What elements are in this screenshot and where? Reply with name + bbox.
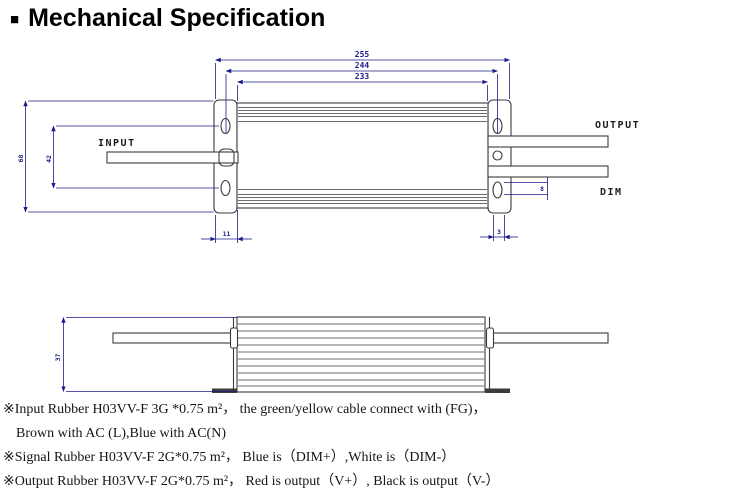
input-cable-gland <box>218 148 235 167</box>
bullet-square-icon: ■ <box>10 11 20 28</box>
body-ridges-bottom <box>238 189 487 204</box>
dim-244-label: 244 <box>355 61 370 70</box>
left-bracket-foot <box>212 388 237 393</box>
input-gland-side <box>229 327 239 349</box>
dim-233-label: 233 <box>355 72 370 81</box>
page-header: ■ Mechanical Specification <box>10 4 325 33</box>
driver-body-side <box>236 316 486 393</box>
note-output-rubber: ※Output Rubber H03VV-F 2G*0.75 m²， Red i… <box>3 474 500 489</box>
dimension-body-length: 233 <box>237 72 488 101</box>
page-title: Mechanical Specification <box>28 4 326 32</box>
right-bracket-foot <box>485 388 510 393</box>
dim-68-label: 68 <box>17 155 25 163</box>
output-cable <box>487 135 609 148</box>
wiring-notes: ※Input Rubber H03VV-F 3G *0.75 m²， the g… <box>3 398 747 494</box>
side-view: 37 <box>54 316 609 393</box>
dim-255-label: 255 <box>355 50 370 59</box>
dimension-bracket-left-offset: 11 <box>201 210 252 243</box>
note-input-rubber-cont: Brown with AC (L),Blue with AC(N) <box>16 426 226 441</box>
dimension-hole-width: 8 <box>504 177 548 200</box>
output-label: OUTPUT <box>595 120 640 131</box>
dimension-hole-pitch: 244 <box>225 61 498 133</box>
heatsink-fins <box>238 323 484 387</box>
dimension-overall-length: 255 <box>215 50 510 99</box>
driver-body-top <box>236 102 489 209</box>
dim-3-label: 3 <box>497 228 501 236</box>
dim-42-label: 42 <box>45 155 53 163</box>
output-cable-side <box>492 332 609 344</box>
top-view: INPUT OUTPUT DIM 255 244 2 <box>17 50 640 243</box>
note-input-rubber: ※Input Rubber H03VV-F 3G *0.75 m²， the g… <box>3 402 487 417</box>
input-cable-side <box>112 332 232 344</box>
body-ridges-top <box>238 107 487 122</box>
dim-11-label: 11 <box>223 230 231 238</box>
dim-cable <box>487 165 609 178</box>
dim-label: DIM <box>600 187 623 198</box>
dimension-bracket-right-offset: 3 <box>480 215 518 241</box>
output-gland-side <box>485 327 495 349</box>
dimension-height: 37 <box>54 317 237 392</box>
dimension-overall-width: 68 <box>17 100 214 213</box>
mounting-holes <box>220 117 503 199</box>
input-label: INPUT <box>98 138 136 149</box>
input-cable <box>106 151 239 164</box>
note-signal-rubber: ※Signal Rubber H03VV-F 2G*0.75 m²， Blue … <box>3 450 456 465</box>
dim-8-label: 8 <box>540 186 544 193</box>
dim-37-label: 37 <box>54 354 62 362</box>
dimension-hole-vertical-pitch: 42 <box>45 125 219 189</box>
